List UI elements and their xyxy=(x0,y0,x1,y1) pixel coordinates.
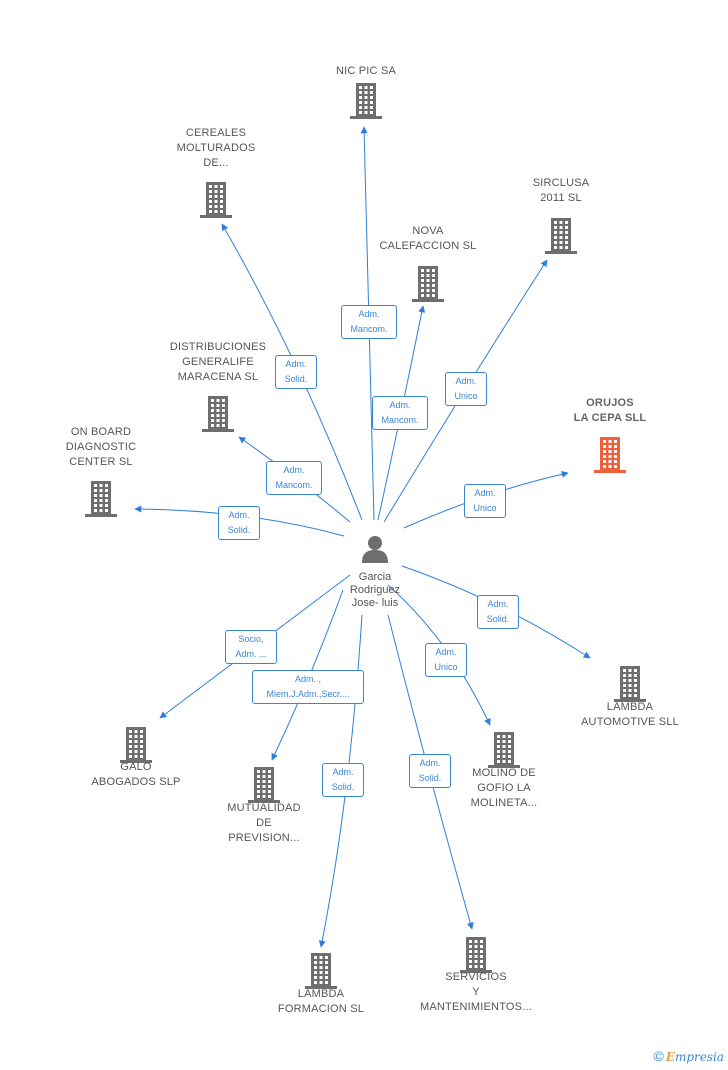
company-name-lambda-form[interactable]: LAMBDA FORMACION SL xyxy=(277,988,365,1015)
building-icon xyxy=(488,732,520,768)
building-icon xyxy=(202,396,234,432)
company-node-nova[interactable] xyxy=(412,266,444,307)
building-icon xyxy=(614,666,646,702)
role-badge-orujos: Adm. Unico xyxy=(464,484,506,518)
company-node-nic-pic[interactable] xyxy=(350,83,382,124)
person-node[interactable] xyxy=(361,535,389,568)
company-name-orujos[interactable]: ORUJOS LA CEPA SLL xyxy=(573,397,647,424)
role-badge-mutualidad: Adm. , Miem.J.Adm.,Secr.... xyxy=(252,670,364,704)
footer-brand: ©Empresia xyxy=(653,1048,724,1064)
company-node-onboard[interactable] xyxy=(85,481,117,522)
building-icon xyxy=(412,266,444,302)
building-icon xyxy=(200,182,232,218)
person-icon xyxy=(362,536,388,563)
company-node-cereales[interactable] xyxy=(200,182,232,223)
role-badge-onboard: Adm. Solid. xyxy=(218,506,260,540)
role-badge-galo: Socio, Adm. ... xyxy=(225,630,277,664)
company-name-distribuciones[interactable]: DISTRIBUCIONES GENERALIFE MARACENA SL xyxy=(169,341,267,383)
company-name-nova[interactable]: NOVA CALEFACCION SL xyxy=(379,225,477,252)
company-node-mutualidad[interactable] xyxy=(248,767,280,808)
role-badge-servicios: Adm. Solid. xyxy=(409,754,451,788)
company-name-molino[interactable]: MOLINO DE GOFIO LA MOLINETA... xyxy=(470,767,538,809)
person-name[interactable]: Garcia Rodriguez Jose- luis xyxy=(349,571,401,609)
company-name-lambda-auto[interactable]: LAMBDA AUTOMOTIVE SLL xyxy=(581,701,679,728)
company-name-servicios[interactable]: SERVICIOS Y MANTENIMIENTOS... xyxy=(420,971,532,1013)
copyright-icon: © xyxy=(653,1048,664,1064)
brand-name: mpresia xyxy=(674,1050,724,1064)
role-badge-lambda-form: Adm. Solid. xyxy=(322,763,364,797)
role-badge-nova: Adm. Mancom. xyxy=(372,396,428,430)
building-icon xyxy=(85,481,117,517)
company-name-nic-pic[interactable]: NIC PIC SA xyxy=(335,65,397,77)
building-icon xyxy=(350,83,382,119)
company-name-onboard[interactable]: ON BOARD DIAGNOSTIC CENTER SL xyxy=(65,426,137,468)
brand-initial: E xyxy=(665,1050,675,1064)
role-badge-molino: Adm. Unico xyxy=(425,643,467,677)
company-node-servicios[interactable] xyxy=(460,937,492,978)
company-node-orujos[interactable] xyxy=(594,437,626,478)
building-icon xyxy=(120,727,152,763)
building-icon xyxy=(545,218,577,254)
company-name-cereales[interactable]: CEREALES MOLTURADOS DE... xyxy=(176,127,256,169)
role-badge-distribuciones: Adm. Mancom. xyxy=(266,461,322,495)
role-badge-cereales: Adm. Solid. xyxy=(275,355,317,389)
company-node-sirclusa[interactable] xyxy=(545,218,577,259)
role-badge-lambda-auto: Adm. Solid. xyxy=(477,595,519,629)
company-node-galo[interactable] xyxy=(120,727,152,768)
role-badge-sirclusa: Adm. Unico xyxy=(445,372,487,406)
company-name-mutualidad[interactable]: MUTUALIDAD DE PREVISION... xyxy=(227,802,301,844)
company-node-molino[interactable] xyxy=(488,732,520,773)
company-name-galo[interactable]: GALO ABOGADOS SLP xyxy=(91,761,181,788)
company-node-lambda-form[interactable] xyxy=(305,953,337,994)
company-node-lambda-auto[interactable] xyxy=(614,666,646,707)
company-name-sirclusa[interactable]: SIRCLUSA 2011 SL xyxy=(532,177,590,204)
building-icon xyxy=(305,953,337,989)
building-icon xyxy=(594,437,626,473)
building-icon xyxy=(460,937,492,973)
role-badge-nic-pic: Adm. Mancom. xyxy=(341,305,397,339)
building-icon xyxy=(248,767,280,803)
company-node-distribuciones[interactable] xyxy=(202,396,234,437)
